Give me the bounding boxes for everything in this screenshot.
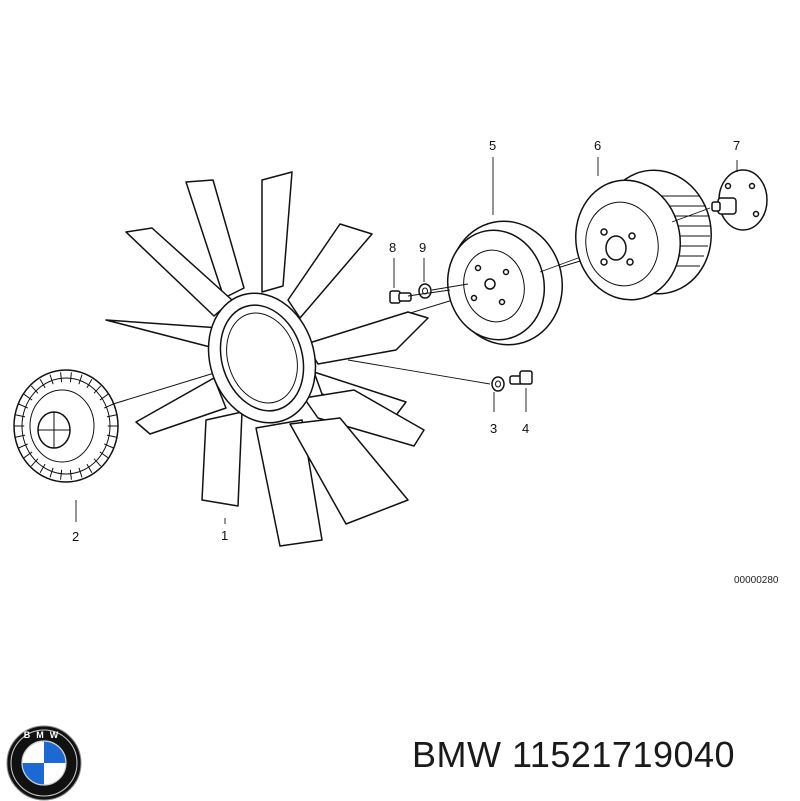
clutch-fin (103, 403, 114, 409)
drawing-code: 00000280 (734, 575, 779, 586)
clutch-fin (103, 443, 114, 449)
fan-hub-ring (207, 292, 317, 424)
clutch-fin (49, 374, 54, 385)
washer-lower (491, 376, 505, 392)
callout-8: 8 (389, 240, 396, 255)
bolt-upper (389, 290, 412, 304)
clutch-fin (69, 372, 72, 383)
fan-blades (105, 171, 429, 547)
callout-4: 4 (522, 421, 529, 436)
callout-7: 7 (733, 138, 740, 153)
bolt-lower (509, 370, 533, 385)
clutch-fin (78, 374, 83, 385)
clutch-fin (93, 385, 102, 394)
clutch-fin (23, 451, 33, 459)
clutch-fin (60, 372, 63, 383)
clutch-fin (18, 443, 29, 449)
callout-9: 9 (419, 240, 426, 255)
clutch-fin (78, 467, 83, 478)
clutch-fin (18, 403, 29, 409)
clutch-fin (39, 378, 46, 389)
clutch-fin (106, 414, 117, 418)
clutch-fin (15, 414, 26, 418)
pulley (446, 220, 564, 346)
clutch-fin (23, 393, 33, 401)
leader-lines (75, 157, 738, 524)
clutch-fin (30, 385, 39, 394)
clutch-fin (49, 467, 54, 478)
viscous-fan-clutch (13, 369, 119, 483)
clutch-fin (15, 434, 26, 438)
callout-6: 6 (594, 138, 601, 153)
clutch-fin (99, 451, 109, 459)
drive-pulley (574, 169, 712, 301)
callout-2: 2 (72, 529, 79, 544)
clutch-fin (39, 463, 46, 474)
clutch-fin (93, 458, 102, 467)
callout-5: 5 (489, 138, 496, 153)
clutch-fin (99, 393, 109, 401)
clutch-fin (30, 458, 39, 467)
clutch-fin (86, 463, 93, 474)
clutch-fin (106, 434, 117, 438)
svg-text:BMW: BMW (24, 730, 65, 740)
part-number-caption: BMW 11521719040 (412, 734, 736, 775)
washer-upper (418, 283, 432, 299)
bmw-logo: BMW (6, 725, 82, 801)
clutch-fin (69, 469, 72, 480)
callout-1: 1 (221, 528, 228, 543)
callout-3: 3 (490, 421, 497, 436)
hub-flange (711, 169, 768, 231)
clutch-fin (86, 378, 93, 389)
clutch-fin (60, 469, 63, 480)
